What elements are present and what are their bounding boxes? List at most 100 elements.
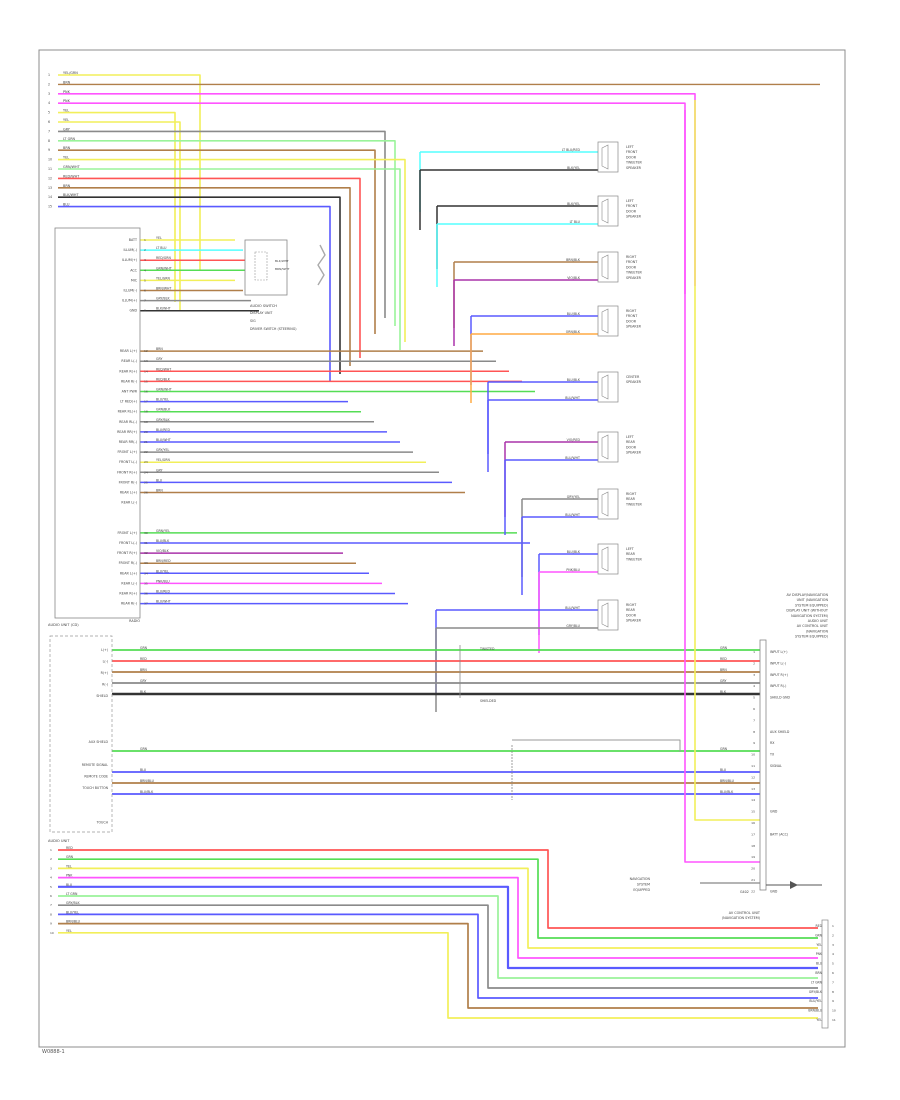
navi-ground-note: NAVIGATION xyxy=(630,877,651,881)
radio-wire-label: BLU/BLK xyxy=(156,539,170,543)
speaker-icon xyxy=(601,198,609,224)
mid-pin-label: AUX SHIELD xyxy=(89,740,109,744)
navi-acc-wire xyxy=(694,100,760,821)
navi-pin-number: 11 xyxy=(751,764,755,768)
mid-wire-label: BLU xyxy=(140,768,147,772)
bottom-right-pin: YEL xyxy=(816,943,822,947)
navi-title: UNIT (NAVIGATION xyxy=(797,598,829,602)
speaker-label: RIGHT xyxy=(626,309,637,313)
navi-title: SYSTEM EQUIPPED) xyxy=(795,635,829,639)
top-wire xyxy=(58,111,176,302)
navi-pin-number: 19 xyxy=(751,855,755,859)
speaker-label: SPEAKER xyxy=(626,619,642,623)
speaker-label: FRONT xyxy=(626,204,638,208)
radio-pin-number: 31 xyxy=(144,541,148,545)
top-wire-label: BRN xyxy=(63,184,71,188)
radio-pin-label: FRONT L(+) xyxy=(118,450,137,454)
mid-wire-label-right: BLU xyxy=(720,768,727,772)
mid-title: AUDIO UNIT (CD) xyxy=(48,623,79,627)
bottom-pin-number: 5 xyxy=(50,885,52,889)
bottom-wire-label: BLU/YEL xyxy=(66,910,79,914)
twist-label: TWISTED xyxy=(479,647,495,651)
radio-pin-number: 26 xyxy=(144,491,148,495)
mid-wire-label-right: BLK xyxy=(720,690,727,694)
top-wire-label: PNK xyxy=(63,90,71,94)
switch-title: AUDIO SWITCH xyxy=(250,304,277,308)
top-wire-label: BLK/WHT xyxy=(63,193,79,197)
radio-wire-label: BLU/YEL xyxy=(156,398,169,402)
navi-ground-label: G402 xyxy=(740,890,749,894)
mid-wire-label-right: BRN xyxy=(720,668,727,672)
component-layer xyxy=(49,141,829,1029)
top-wire-label: YEL xyxy=(63,118,69,122)
radio-pin-label: REAR L(+) xyxy=(120,349,137,353)
bottom-right-pin-number: 7 xyxy=(832,980,834,984)
bottom-right-pin: BLU/YEL xyxy=(809,999,822,1003)
navi-pin-number: 1 xyxy=(753,650,755,654)
navi-pin-number: 7 xyxy=(753,718,755,722)
bottom-pin-number: 10 xyxy=(50,931,54,935)
speaker-label: LEFT xyxy=(626,145,635,149)
radio-wire-label: BLK/WHT xyxy=(156,307,171,311)
mid-pin-label: L(+) xyxy=(101,648,108,652)
radio-pin-number: 3 xyxy=(144,258,146,262)
navi-title: AV CONTROL UNIT xyxy=(797,624,829,628)
wire-layer xyxy=(58,74,820,1019)
top-wire-label: YEL xyxy=(63,109,69,113)
radio-pin-number: 2 xyxy=(144,248,146,252)
speaker-label: LEFT xyxy=(626,199,635,203)
bottom-wire-label: BLU xyxy=(66,883,73,887)
radio-pin-number: 7 xyxy=(144,299,146,303)
radio-pin-label: FRONT L(-) xyxy=(119,460,137,464)
radio-pin-label: ILLUM(-) xyxy=(123,289,137,293)
navi-pin-label: INPUT L(-) xyxy=(770,661,786,665)
top-wire-label: BLU xyxy=(63,203,70,207)
speaker-label: LEFT xyxy=(626,435,635,439)
radio-wire-label: BLU xyxy=(156,478,163,482)
top-wire-label: YEL xyxy=(63,156,69,160)
mid-pin-label: TOUCH BUTTON xyxy=(81,786,108,790)
bottom-pin-number: 9 xyxy=(50,922,52,926)
bottom-right-pin: RED xyxy=(816,924,823,928)
top-wire-pin: 10 xyxy=(48,158,52,162)
mid-wire-label: GRY xyxy=(140,679,146,683)
radio-wire-label: GRY xyxy=(156,468,162,472)
top-wire xyxy=(58,187,351,366)
navi-pin-number: 5 xyxy=(753,696,755,700)
navi-pin-number: 12 xyxy=(751,775,755,779)
speaker-label: RIGHT xyxy=(626,255,637,259)
bottom-right-pin-number: 10 xyxy=(832,1009,836,1013)
mid-wire-label: RED xyxy=(140,657,147,661)
navi-title: AUDIO UNIT xyxy=(808,619,829,623)
bottom-wire xyxy=(58,858,818,939)
radio-pin-label: GND xyxy=(129,309,137,313)
top-wire xyxy=(58,149,376,334)
radio-pin-number: 36 xyxy=(144,592,148,596)
bottom-wire xyxy=(58,849,818,929)
bottom-right-pin-number: 11 xyxy=(832,1018,836,1022)
top-wire-label: BRN xyxy=(63,146,71,150)
bottom-right-pin-number: 8 xyxy=(832,990,834,994)
navi-pin-number: 4 xyxy=(753,684,755,688)
radio-pin-label: REAR RR(+) xyxy=(117,430,137,434)
top-wire xyxy=(58,196,341,374)
mid-wire-label-right: GRY xyxy=(720,679,726,683)
top-wire-pin: 1 xyxy=(48,73,50,77)
top-wire-pin: 14 xyxy=(48,195,52,199)
top-wire-pin: 7 xyxy=(48,129,50,133)
bottom-wire-label: LT GRN xyxy=(66,892,78,896)
navi-title: (NAVIGATION xyxy=(806,629,829,633)
radio-pin-number: 17 xyxy=(144,400,148,404)
radio-pin-number: 24 xyxy=(144,470,148,474)
radio-wire-label: RED/WHT xyxy=(156,367,171,371)
bottom-wire xyxy=(58,904,818,989)
radio-pin-number: 19 xyxy=(144,420,148,424)
bottom-right-pin-number: 1 xyxy=(832,924,834,928)
radio-footer: RADIO xyxy=(129,619,140,623)
switch-sub: DISPLAY UNIT xyxy=(250,311,273,315)
speaker-label: LEFT xyxy=(626,547,635,551)
navi-pin-label: GND xyxy=(770,889,778,893)
shield-label: SHIELDED xyxy=(480,699,497,703)
mid-pin-label: L(-) xyxy=(103,660,108,664)
speaker-label: SPEAKER xyxy=(626,166,642,170)
